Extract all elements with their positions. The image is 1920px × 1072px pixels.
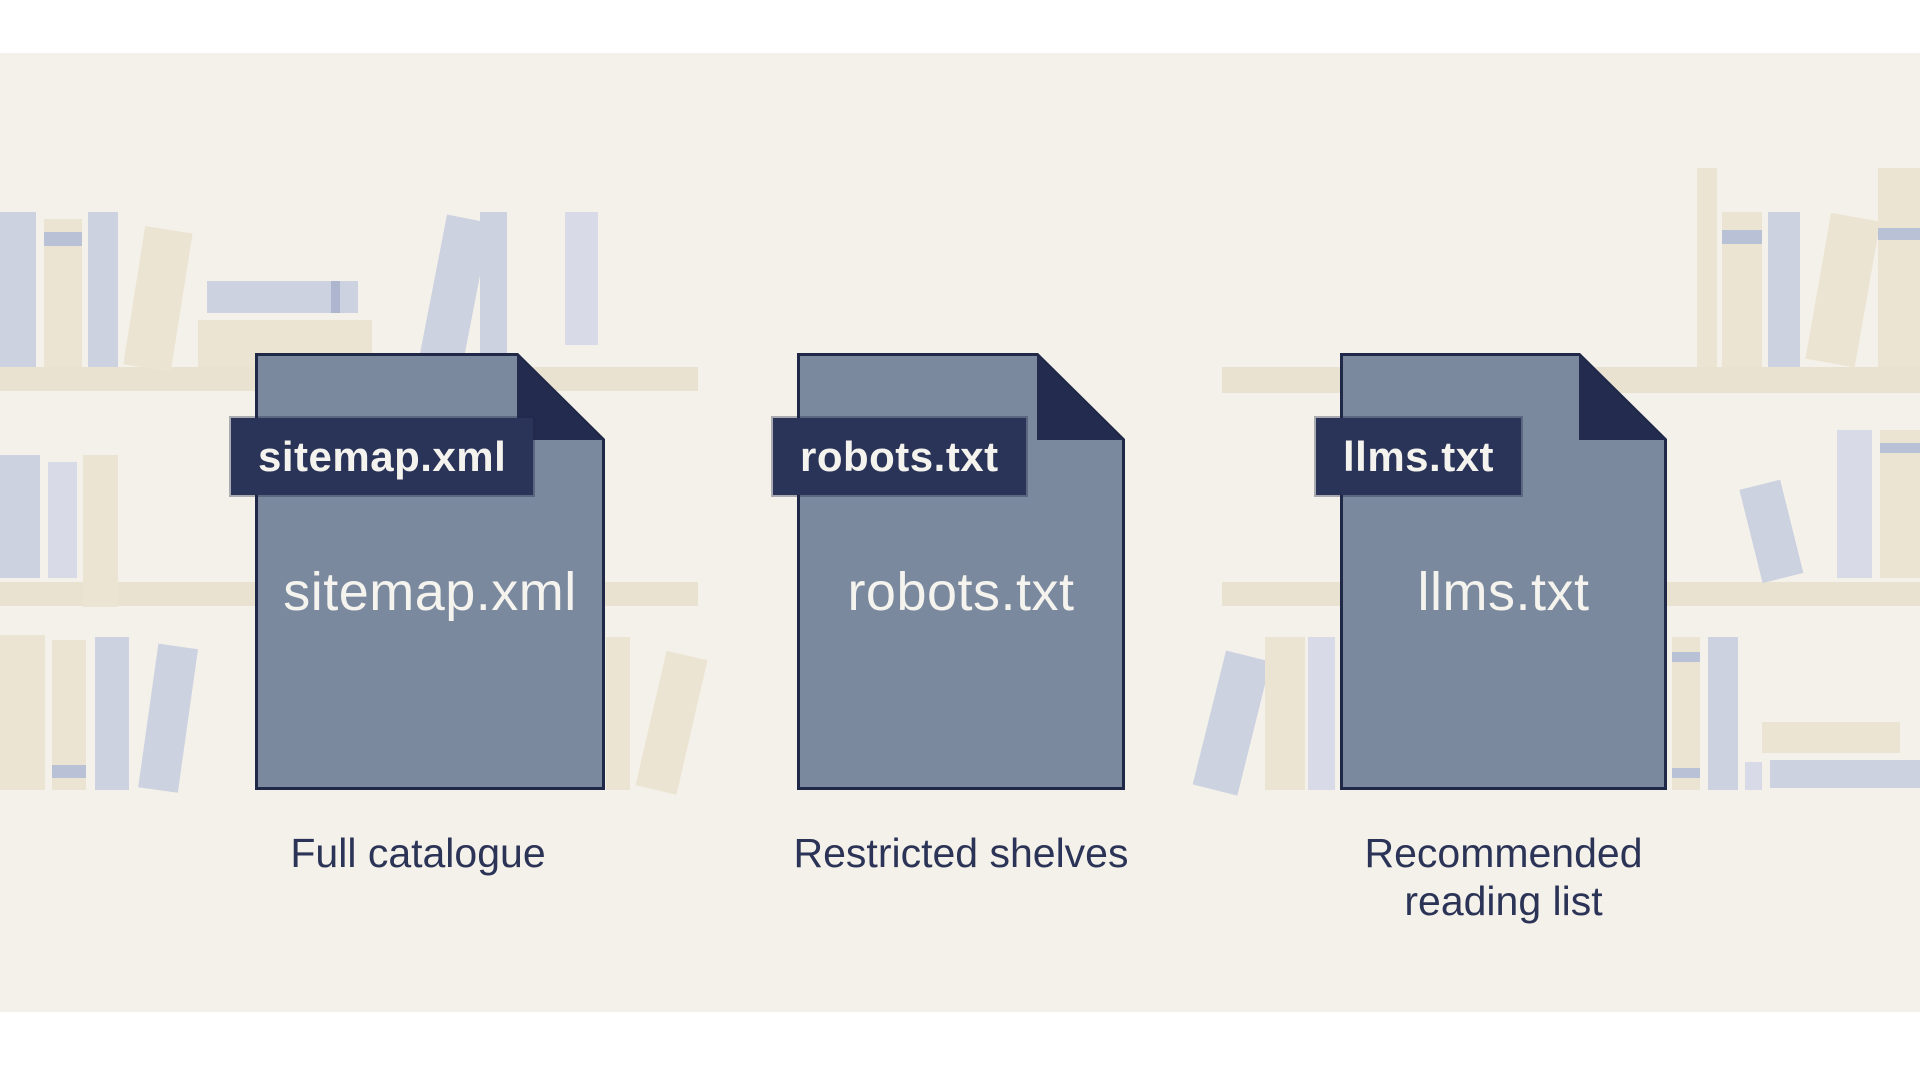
book-stack (1770, 760, 1920, 788)
book-spine (0, 212, 36, 367)
book-spine (0, 455, 40, 578)
book-spine (1192, 650, 1271, 796)
book-spine (52, 640, 86, 790)
book-spine (1708, 637, 1738, 790)
book-spine (1805, 212, 1881, 368)
book-spine (1265, 637, 1305, 790)
book-spine (1697, 168, 1717, 367)
book-spine (138, 643, 198, 793)
caption: Recommended reading list (1364, 830, 1643, 924)
folded-corner-icon (1579, 355, 1665, 440)
book-spine (83, 455, 118, 607)
file-card-llms: llms.txt llms.txt Recommended reading li… (1316, 353, 1667, 924)
book-spine (48, 462, 77, 578)
filename-tag: sitemap.xml (231, 418, 534, 495)
book-spine (1768, 212, 1800, 367)
book-spine (1878, 168, 1920, 367)
book-spine (1837, 430, 1872, 578)
book-spine (123, 225, 193, 372)
filename-tag: llms.txt (1316, 418, 1522, 495)
file-card-sitemap: sitemap.xml sitemap.xml Full catalogue (231, 353, 605, 913)
book-spine (95, 637, 129, 790)
file-card-robots: robots.txt robots.txt Restricted shelves (773, 353, 1128, 913)
book-spine (480, 212, 507, 367)
page-filename: robots.txt (847, 562, 1075, 622)
filename-tag: robots.txt (773, 418, 1026, 495)
book-spine (1745, 762, 1762, 790)
book-spine (44, 219, 82, 367)
book-spine (1739, 479, 1804, 584)
caption: Restricted shelves (793, 830, 1129, 876)
page-filename: sitemap.xml (283, 562, 577, 622)
page-filename: llms.txt (1417, 562, 1590, 622)
book-spine (1672, 637, 1700, 790)
book-stack (207, 281, 358, 313)
book-spine (1722, 212, 1762, 367)
book-spine (565, 212, 598, 345)
book-spine (0, 635, 45, 790)
book-spine (606, 637, 630, 790)
book-spine (88, 212, 118, 367)
book-spine (1308, 637, 1335, 790)
book-stack (1762, 722, 1900, 753)
folded-corner-icon (1037, 355, 1123, 440)
caption: Full catalogue (290, 830, 546, 876)
book-spine (635, 650, 708, 795)
book-spine (1880, 430, 1920, 578)
